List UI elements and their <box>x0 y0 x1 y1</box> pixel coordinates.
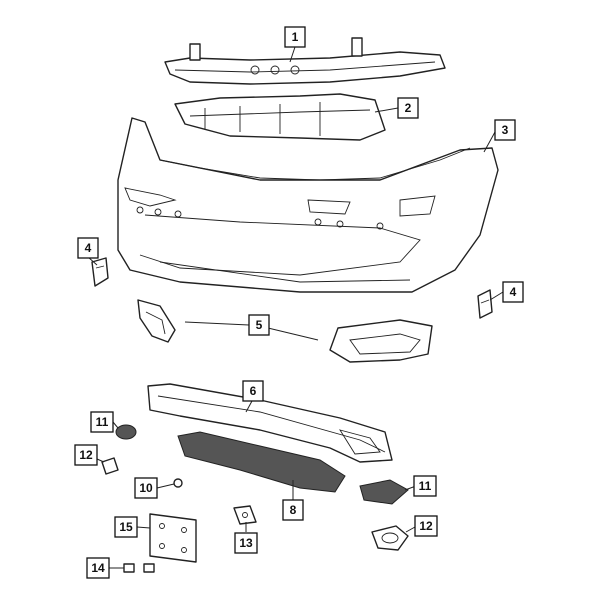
callout-3: 3 <box>494 119 516 141</box>
svg-text:11: 11 <box>419 479 432 493</box>
callout-13: 13 <box>234 532 258 554</box>
svg-text:4: 4 <box>85 241 92 255</box>
svg-text:5: 5 <box>256 318 263 332</box>
leader-lines <box>87 46 504 569</box>
callout-1: 1 <box>284 26 306 48</box>
callout-12-left: 12 <box>74 444 98 466</box>
part-15-license-bracket <box>149 513 197 563</box>
callout-8: 8 <box>282 499 304 521</box>
callout-6: 6 <box>242 380 264 402</box>
svg-text:8: 8 <box>290 503 297 517</box>
svg-text:15: 15 <box>119 520 133 534</box>
part-11-insert-right <box>359 479 409 505</box>
svg-text:1: 1 <box>292 30 299 44</box>
part-5-fog-bezel-left <box>137 299 176 343</box>
callout-4-left: 4 <box>77 237 99 259</box>
svg-text:4: 4 <box>510 285 517 299</box>
part-12-ring-right <box>371 525 409 551</box>
part-4-bracket-left <box>91 257 109 287</box>
callout-14: 14 <box>86 557 110 579</box>
part-5-fog-bezel-right <box>329 319 433 363</box>
part-10-clip <box>173 478 183 488</box>
part-14-screws <box>123 563 155 573</box>
callout-11-right: 11 <box>413 475 437 497</box>
part-13-bracket <box>233 505 257 525</box>
svg-text:10: 10 <box>139 481 153 495</box>
svg-text:13: 13 <box>239 536 253 550</box>
svg-text:11: 11 <box>96 415 109 429</box>
part-11-insert-left <box>115 424 137 440</box>
part-2-energy-absorber <box>174 93 386 141</box>
part-1-reinforcement-beam <box>164 37 446 85</box>
callout-12-right: 12 <box>414 515 438 537</box>
callout-11-left: 11 <box>90 411 114 433</box>
svg-text:12: 12 <box>79 448 93 462</box>
part-8-lower-grille <box>177 431 346 493</box>
svg-text:12: 12 <box>419 519 433 533</box>
part-12-ring-left <box>101 457 119 475</box>
svg-text:3: 3 <box>502 123 509 137</box>
part-4-bracket-right <box>477 289 493 319</box>
callout-10: 10 <box>134 477 158 499</box>
svg-text:14: 14 <box>91 561 105 575</box>
part-3-bumper-fascia <box>117 117 499 293</box>
callout-5: 5 <box>248 314 270 336</box>
callout-2: 2 <box>397 97 419 119</box>
svg-text:6: 6 <box>250 384 257 398</box>
callout-4-right: 4 <box>502 281 524 303</box>
callout-15: 15 <box>114 516 138 538</box>
svg-text:2: 2 <box>405 101 412 115</box>
